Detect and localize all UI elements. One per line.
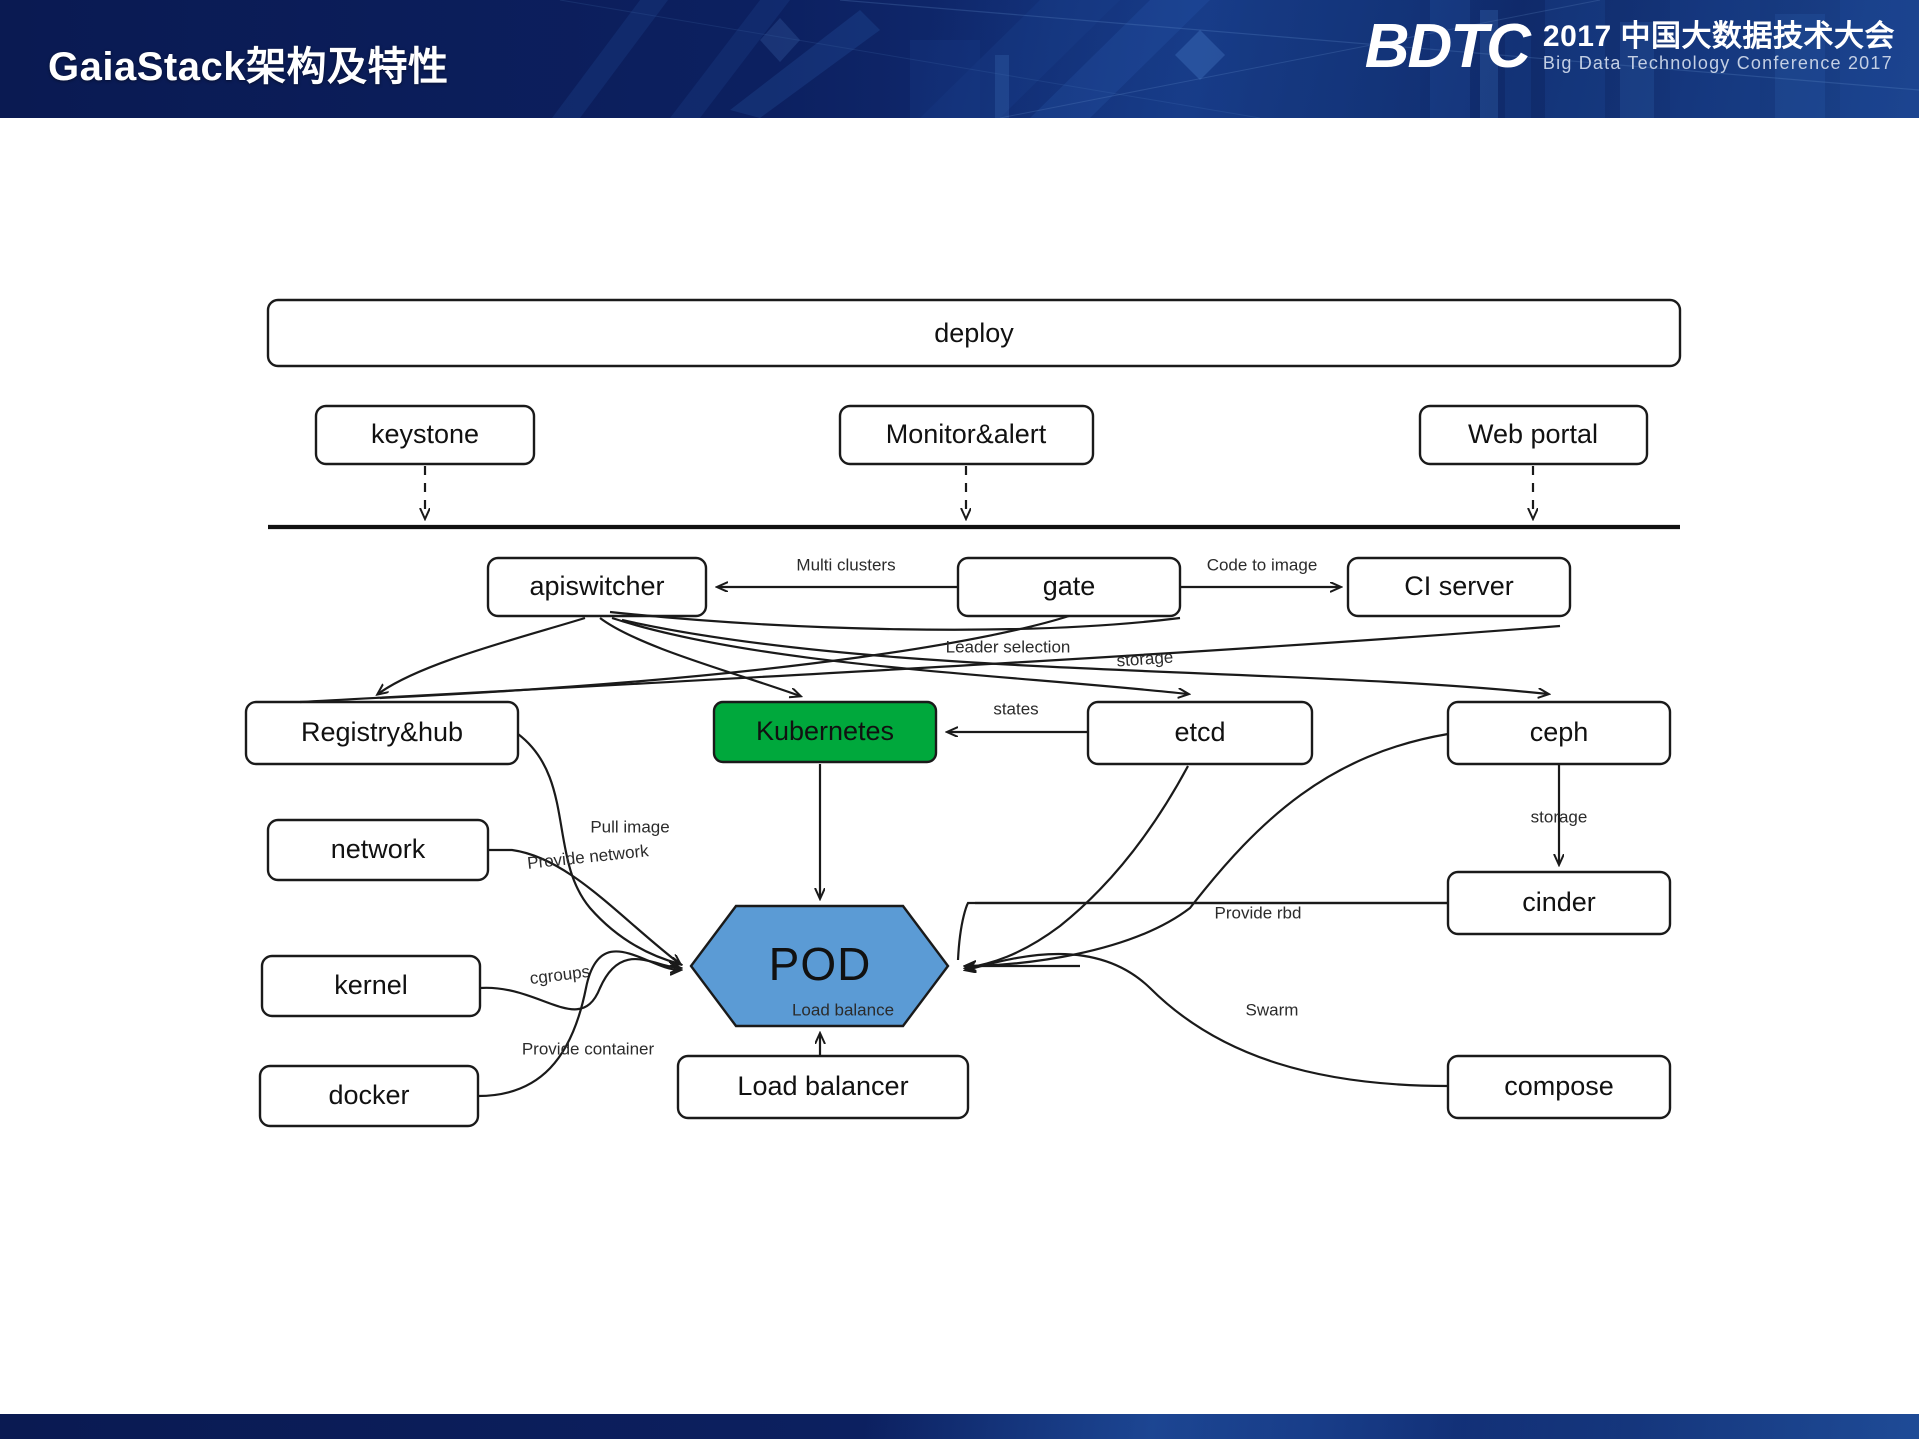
edge-cinder-to-pod-seg	[956, 901, 1448, 961]
node-web-portal-label: Web portal	[1468, 419, 1598, 449]
node-kernel-label: kernel	[334, 970, 408, 1000]
edge-ci-server-crosslink	[299, 624, 1561, 704]
node-etcd[interactable]: etcd	[1086, 700, 1314, 766]
node-monitor-alert[interactable]: Monitor&alert	[838, 404, 1095, 466]
node-compose[interactable]: compose	[1446, 1054, 1672, 1120]
edge-gate-crosslink	[609, 610, 1181, 631]
node-network[interactable]: network	[266, 818, 490, 882]
bdtc-logo-mark: BDTC	[1364, 12, 1531, 81]
bdtc-logo: BDTC 2017 中国大数据技术大会 Big Data Technology …	[1365, 16, 1895, 78]
node-web-portal[interactable]: Web portal	[1418, 404, 1649, 466]
edge-network-to-pod	[488, 848, 680, 964]
edge-label-load-balance: Load balance	[792, 1000, 894, 1019]
edge-apiswitcher-to-ceph	[621, 618, 1548, 694]
node-registry-hub[interactable]: Registry&hub	[244, 700, 520, 766]
node-ci-server[interactable]: CI server	[1346, 556, 1572, 618]
edge-label-leader-selection: Leader selection	[946, 637, 1071, 656]
node-deploy[interactable]: deploy	[266, 298, 1682, 368]
edge-gate-to-registry-crosslink	[379, 614, 1070, 700]
node-keystone[interactable]: keystone	[314, 404, 536, 466]
slide-footer	[0, 1414, 1919, 1439]
page-title: GaiaStack架构及特性	[48, 45, 449, 89]
edge-label-storage-top: storage	[1116, 648, 1174, 671]
node-ci-server-box	[1346, 556, 1572, 618]
edge-docker-to-pod	[477, 950, 680, 1098]
node-compose-label: compose	[1504, 1071, 1614, 1101]
edge-label-provide-container: Provide container	[522, 1039, 655, 1058]
node-monitor-alert-box	[838, 404, 1095, 466]
node-keystone-box	[314, 404, 536, 466]
bdtc-logo-line-cn: 2017 中国大数据技术大会	[1542, 19, 1895, 53]
edge-ceph-to-pod	[966, 732, 1449, 966]
node-cinder-label: cinder	[1522, 887, 1596, 917]
node-kubernetes[interactable]: Kubernetes	[712, 700, 938, 764]
node-load-balancer-label: Load balancer	[737, 1071, 908, 1101]
edge-label-cgroups: cgroups	[529, 962, 591, 988]
edge-label-multi-clusters: Multi clusters	[796, 555, 895, 574]
node-deploy-label: deploy	[934, 318, 1014, 348]
edge-registry-to-pod	[517, 733, 680, 964]
bdtc-logo-line-en: Big Data Technology Conference 2017	[1542, 53, 1893, 74]
node-registry-hub-box	[244, 700, 520, 766]
node-gate-label: gate	[1043, 571, 1096, 601]
edge-compose-to-pod	[966, 952, 1449, 1088]
node-web-portal-box	[1418, 404, 1649, 466]
edge-label-storage-right: storage	[1531, 807, 1588, 826]
node-ceph[interactable]: ceph	[1446, 700, 1672, 766]
edge-apiswitcher-to-etcd	[611, 616, 1188, 694]
node-pod-label: POD	[769, 938, 872, 990]
node-docker[interactable]: docker	[258, 1064, 480, 1128]
node-pod[interactable]: POD	[689, 904, 950, 1028]
edge-apiswitcher-to-kubernetes	[599, 617, 800, 696]
edge-label-states: states	[993, 699, 1038, 718]
node-docker-label: docker	[328, 1080, 409, 1110]
bdtc-logo-text: 2017 中国大数据技术大会 Big Data Technology Confe…	[1543, 21, 1895, 73]
node-registry-hub-label: Registry&hub	[301, 717, 463, 747]
edge-label-provide-rbd: Provide rbd	[1215, 903, 1302, 922]
node-deploy-box	[266, 298, 1682, 368]
node-apiswitcher-label: apiswitcher	[529, 571, 664, 601]
node-load-balancer-box	[676, 1054, 970, 1120]
node-kubernetes-box	[712, 700, 938, 764]
node-gate[interactable]: gate	[956, 556, 1182, 618]
node-load-balancer[interactable]: Load balancer	[676, 1054, 970, 1120]
node-keystone-label: keystone	[371, 419, 479, 449]
node-apiswitcher[interactable]: apiswitcher	[486, 556, 708, 618]
edge-etcd-to-pod	[966, 765, 1189, 968]
edge-label-swarm: Swarm	[1246, 1000, 1299, 1019]
node-ci-server-label: CI server	[1404, 571, 1514, 601]
node-kernel-box	[260, 954, 482, 1018]
architecture-diagram: deploy keystone Monitor&alert Web portal…	[0, 118, 1919, 1414]
node-network-label: network	[331, 834, 426, 864]
node-kubernetes-label: Kubernetes	[756, 716, 894, 746]
edge-label-provide-network: Provide network	[526, 841, 650, 873]
node-cinder[interactable]: cinder	[1446, 870, 1672, 936]
node-etcd-label: etcd	[1174, 717, 1225, 747]
edge-label-pull-image: Pull image	[590, 817, 669, 836]
node-apiswitcher-box	[486, 556, 708, 618]
edge-apiswitcher-to-registry	[378, 616, 586, 694]
slide-header: GaiaStack架构及特性 BDTC 2017 中国大数据技术大会 Big D…	[0, 0, 1919, 118]
node-pod-shape	[689, 904, 950, 1028]
node-kernel[interactable]: kernel	[260, 954, 482, 1018]
edge-label-code-to-image: Code to image	[1207, 555, 1318, 574]
node-monitor-alert-label: Monitor&alert	[886, 419, 1047, 449]
node-ceph-label: ceph	[1530, 717, 1589, 747]
